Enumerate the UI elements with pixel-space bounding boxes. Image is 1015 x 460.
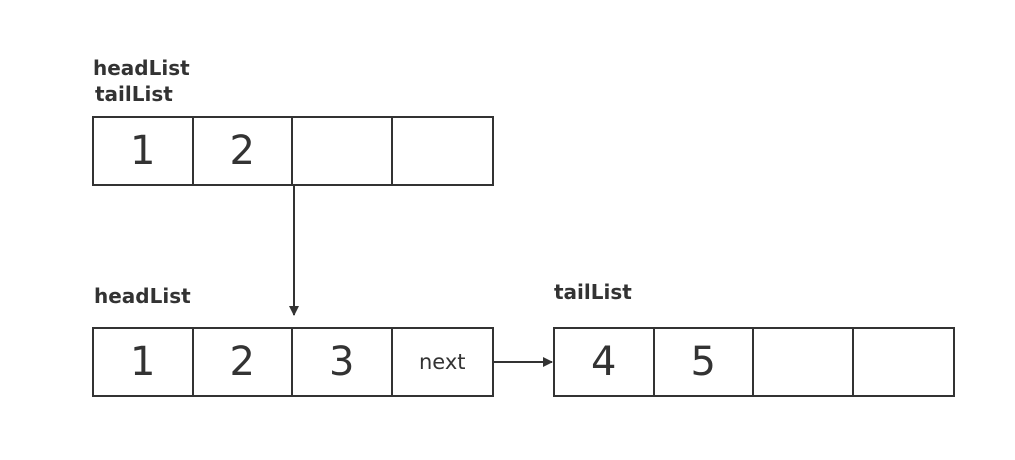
tail-cell-2: 5 (655, 329, 754, 395)
top-cell-2: 2 (194, 118, 293, 184)
top-tail-label: tailList (95, 82, 173, 106)
top-cell-4 (393, 118, 493, 184)
head-cell-2: 2 (194, 329, 293, 395)
tail-cell-1: 4 (555, 329, 655, 395)
top-head-label: headList (93, 56, 190, 80)
head-array-node: 1 2 3 next (92, 327, 494, 397)
bottom-tail-label: tailList (554, 280, 632, 304)
head-cell-3: 3 (293, 329, 393, 395)
tail-cell-4 (854, 329, 954, 395)
bottom-head-label: headList (94, 284, 191, 308)
top-array-node: 1 2 (92, 116, 494, 186)
tail-cell-3 (754, 329, 854, 395)
tail-array-node: 4 5 (553, 327, 955, 397)
top-cell-1: 1 (94, 118, 194, 184)
head-cell-next: next (418, 350, 466, 374)
head-cell-1: 1 (94, 329, 194, 395)
top-cell-3 (293, 118, 393, 184)
